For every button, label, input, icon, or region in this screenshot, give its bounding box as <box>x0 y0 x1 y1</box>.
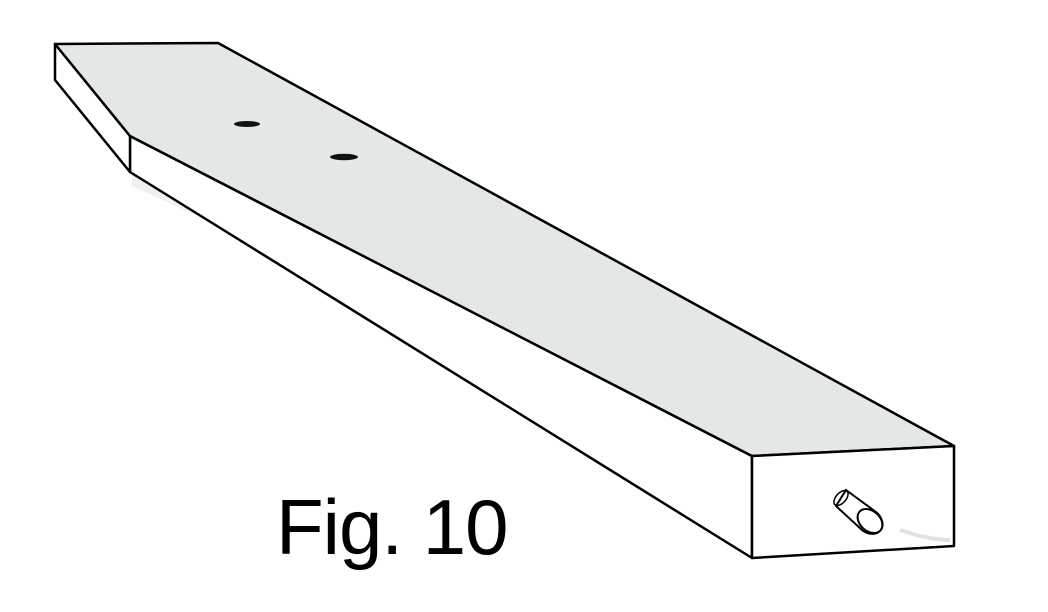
pin-end <box>856 508 884 534</box>
pin <box>833 488 884 535</box>
hole-2 <box>330 153 358 161</box>
pin-base <box>833 489 849 507</box>
end-face-shadow <box>899 528 951 542</box>
figure-label: Fig. 10 <box>276 483 508 571</box>
hole-1 <box>234 121 260 127</box>
